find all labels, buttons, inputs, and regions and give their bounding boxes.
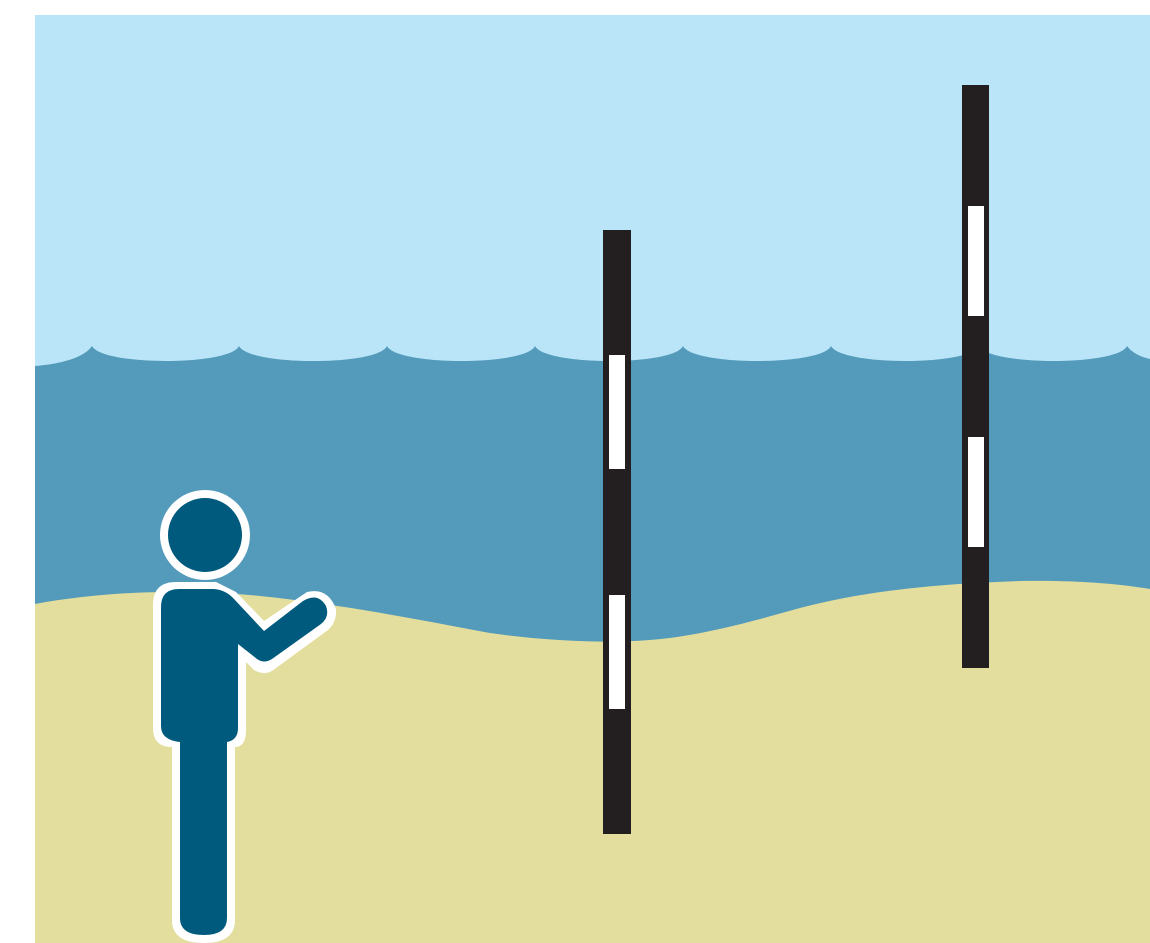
- pole-marker: [609, 355, 625, 469]
- pole-marker: [968, 437, 984, 547]
- pole-shaft: [962, 85, 989, 668]
- pole-marker: [968, 206, 984, 316]
- pole-marker: [609, 595, 625, 709]
- pole-shaft: [603, 230, 631, 834]
- survey-pole-near: [603, 230, 631, 834]
- survey-pole-far: [962, 85, 989, 668]
